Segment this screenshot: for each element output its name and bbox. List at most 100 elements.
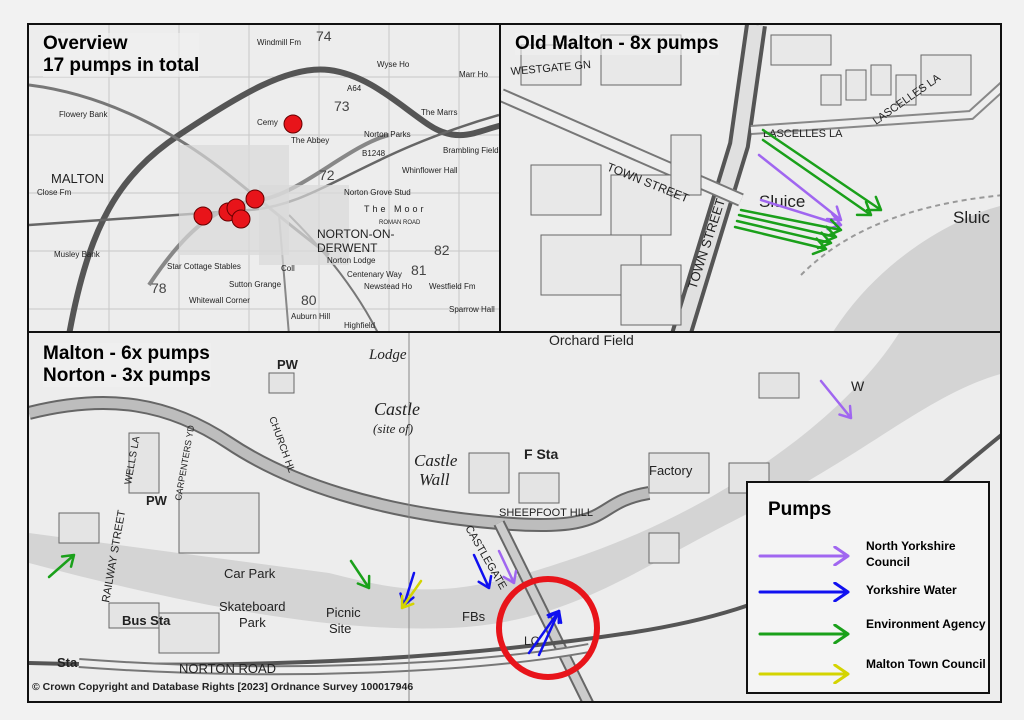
pump-markers (193, 114, 303, 229)
map-label: Whitewall Corner (189, 296, 250, 305)
overview-map-panel[interactable]: MALTON NORTON-ON- DERWENT The Moor Norto… (27, 23, 501, 333)
legend-label: North Yorkshire Council (866, 539, 956, 569)
map-label: Close Fm (37, 188, 72, 197)
river (833, 206, 1000, 331)
pump-marker (245, 189, 265, 209)
map-label: The Moor (364, 204, 427, 214)
map-label: B1248 (362, 149, 386, 158)
map-label: Windmill Fm (257, 38, 301, 47)
map-label: Castle (374, 399, 420, 419)
pump-arrow (758, 624, 850, 644)
map-label: Bus Sta (122, 613, 171, 628)
map-label: Whinflower Hall (402, 166, 458, 175)
map-label: Cemy (257, 118, 278, 127)
pump-arrows (47, 379, 853, 657)
map-label: Norton Grove Stud (344, 188, 411, 197)
map-label: F Sta (524, 446, 558, 462)
grid-number: 80 (301, 292, 317, 308)
map-label: SHEEPFOOT HILL (499, 507, 593, 519)
pump-arrow (47, 553, 76, 579)
map-label: Centenary Way (347, 270, 402, 279)
map-label: NORTON-ON- (317, 227, 395, 241)
map-label: A64 (347, 84, 362, 93)
pump-arrow (349, 559, 371, 590)
map-label: Sluic (953, 208, 990, 227)
grid-number: 73 (334, 98, 350, 114)
map-label: PW (277, 357, 299, 372)
grid-number: 82 (434, 242, 450, 258)
arrow-icon (758, 664, 850, 684)
map-label: Wyse Ho (377, 60, 410, 69)
pump-marker (193, 206, 213, 226)
grid-number: 74 (316, 28, 332, 44)
overview-title-line2: 17 pumps in total (43, 55, 200, 76)
old-malton-map-panel[interactable]: TOWN STREET TOWN STREET LASCELLES LA LAS… (499, 23, 1002, 333)
map-label: Westfield Fm (429, 282, 476, 291)
map-label: Car Park (224, 566, 276, 581)
map-label: (site of) (373, 421, 413, 436)
map-label: Brambling Fields (443, 146, 501, 155)
map-label: Orchard Field (549, 333, 634, 348)
pump-arrow (758, 582, 850, 602)
pump-arrows (733, 128, 883, 256)
map-label: The Abbey (291, 136, 329, 145)
map-label: Newstead Ho (364, 282, 413, 291)
map-label: NORTON ROAD (179, 661, 276, 676)
map-label: Marr Ho (459, 70, 488, 79)
legend-item-yorkshire-water: Yorkshire Water (758, 582, 988, 622)
map-label: LASCELLES LA (763, 128, 843, 140)
map-label: Star Cottage Stables (167, 262, 241, 271)
malton-norton-title: Malton - 6x pumps Norton - 3x pumps (43, 343, 211, 387)
pump-arrow (733, 225, 828, 256)
map-label: PW (146, 493, 168, 508)
pump-marker (283, 114, 303, 134)
pump-arrow (758, 664, 850, 684)
map-label: MALTON (51, 171, 104, 186)
map-label: Factory (649, 463, 693, 478)
map-label: Auburn Hill (291, 312, 330, 321)
legend-label: Malton Town Council (866, 657, 986, 671)
map-label: Park (239, 615, 266, 630)
pump-arrow (761, 128, 883, 212)
overview-title: Overview 17 pumps in total (43, 33, 200, 77)
legend-item-environment-agency: Environment Agency (758, 616, 988, 656)
river-derwent (29, 333, 1000, 629)
map-label: CARPENTERS YD (173, 424, 196, 501)
pump-arrow (472, 553, 493, 590)
copyright-notice: © Crown Copyright and Database Rights [2… (32, 681, 414, 693)
map-label: Wall (419, 470, 450, 489)
legend: Pumps North Yorkshire Council Yorkshire … (746, 481, 990, 694)
grid-number: 72 (319, 167, 335, 183)
map-label: Skateboard (219, 599, 286, 614)
arrow-icon (758, 546, 850, 566)
grid-number: 81 (411, 262, 427, 278)
map-label: Flowery Bank (59, 110, 108, 119)
map-label: Highfield (344, 321, 375, 330)
legend-item-malton-town-council: Malton Town Council (758, 656, 988, 696)
overview-map: MALTON NORTON-ON- DERWENT The Moor Norto… (29, 25, 501, 331)
legend-label: Environment Agency (866, 617, 986, 631)
highlight-circle (496, 576, 600, 680)
old-malton-map: TOWN STREET TOWN STREET LASCELLES LA LAS… (501, 25, 1000, 331)
arrow-icon (758, 624, 850, 644)
pump-arrow (758, 546, 850, 566)
map-label: Sutton Grange (229, 280, 282, 289)
map-label: Sluice (759, 192, 805, 211)
old-malton-title: Old Malton - 8x pumps (515, 33, 719, 55)
map-label: Sparrow Hall (449, 305, 495, 314)
malton-norton-map: Lodge Orchard Field Castle (site of) Cas… (29, 333, 1000, 701)
map-label: Picnic (326, 605, 361, 620)
legend-label: Yorkshire Water (866, 583, 957, 597)
map-label: ROMAN ROAD (379, 220, 421, 226)
overview-title-line1: Overview (43, 33, 128, 54)
map-label: Site (329, 621, 351, 636)
map-label: W (851, 378, 865, 394)
malton-title: Malton - 6x pumps (43, 343, 210, 364)
pump-arrow (400, 579, 423, 610)
norton-title: Norton - 3x pumps (43, 365, 211, 386)
map-label: FBs (462, 609, 486, 624)
map-label: Coll (281, 264, 295, 273)
legend-title: Pumps (768, 499, 832, 520)
map-label: The Marrs (421, 108, 457, 117)
grid-number: 78 (151, 280, 167, 296)
